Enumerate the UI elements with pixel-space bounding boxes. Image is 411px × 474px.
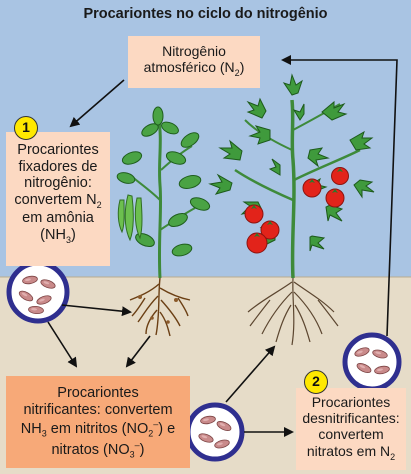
step-1-badge: 1 xyxy=(14,116,38,140)
nitrifiers-line2: nitrificantes: convertem xyxy=(23,402,173,419)
fixers-line2: fixadores de xyxy=(18,158,98,175)
denitrifiers-line3: convertem xyxy=(318,426,384,443)
bacteria-circle-icon xyxy=(342,332,402,392)
diagram-title: Procariontes no ciclo do nitrogênio xyxy=(83,6,328,22)
bean-plant-icon xyxy=(116,106,211,337)
denitrifiers-box: Procariontes desnitrificantes: convertem… xyxy=(296,388,406,470)
fixers-line6: (NH3) xyxy=(40,226,76,245)
denitrifiers-line1: Procariontes xyxy=(311,394,391,410)
denitrifiers-line4: nitratos em N2 xyxy=(306,442,396,462)
denitrifiers-line2: desnitrificantes: xyxy=(302,410,400,427)
atmospheric-line1: Nitrogênio xyxy=(162,43,226,59)
nitrifiers-line4: nitratos (NO3–) xyxy=(51,439,145,460)
tomato-plant-icon xyxy=(208,73,375,346)
fixers-line5: em amônia xyxy=(22,210,94,227)
step-2-badge: 2 xyxy=(304,370,328,394)
fixers-line3: nitrogênio: xyxy=(24,175,92,192)
atmospheric-nitrogen-box: Nitrogênio atmosférico (N2) xyxy=(128,36,260,88)
fixers-line1: Procariontes xyxy=(17,142,99,158)
bacteria-circle-icon xyxy=(185,402,245,462)
nitrifiers-line3: NH3 em nitritos (NO2–) e xyxy=(20,419,176,439)
bacteria-circle-icon xyxy=(6,260,70,324)
atmospheric-line2: atmosférico (N2) xyxy=(143,59,245,79)
arrow-icon xyxy=(47,55,398,437)
nitrifiers-box: Procariontes nitrificantes: convertem NH… xyxy=(6,376,190,468)
fixers-line4: convertem N2 xyxy=(14,192,102,210)
nitrifiers-line1: Procariontes xyxy=(57,385,139,401)
nitrogen-fixers-box: Procariontes fixadores de nitrogênio: co… xyxy=(6,132,110,266)
